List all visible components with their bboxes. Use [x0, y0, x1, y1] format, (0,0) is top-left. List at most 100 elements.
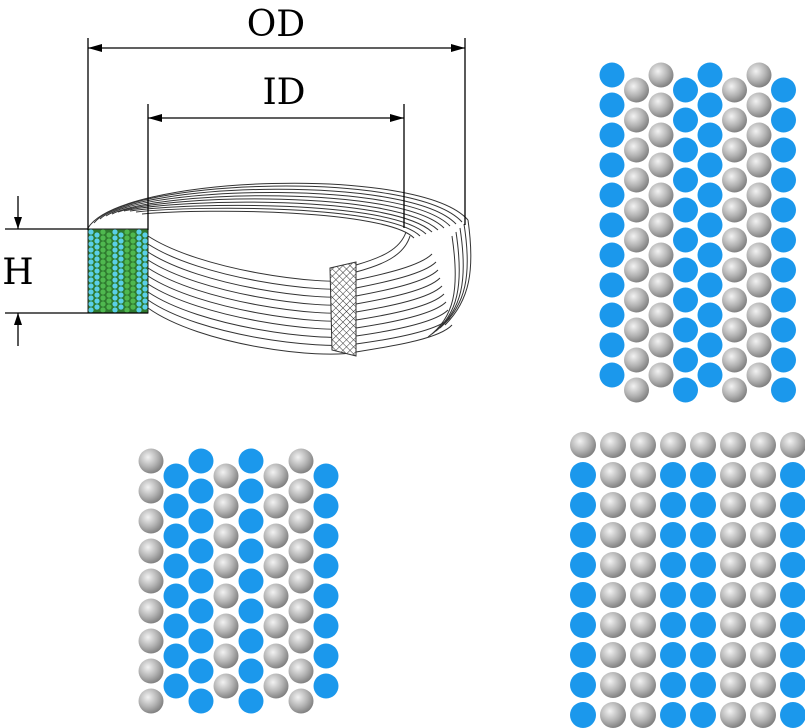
gray-fiber [213, 673, 239, 699]
gray-fiber [624, 197, 649, 223]
blue-fiber [599, 182, 625, 208]
section-fiber-dot [130, 238, 136, 244]
gray-fiber [720, 582, 746, 608]
blue-fiber [570, 462, 596, 488]
blue-fiber [238, 508, 264, 534]
pattern-top-right [599, 62, 796, 403]
blue-fiber [771, 137, 796, 163]
section-fiber-dot [112, 283, 118, 289]
blue-fiber [771, 347, 796, 373]
dimension-id: ID [147, 72, 405, 230]
blue-fiber [673, 377, 698, 403]
blue-fiber [238, 568, 264, 594]
gray-fiber [750, 702, 776, 728]
blue-fiber [690, 582, 716, 608]
blue-fiber [599, 302, 625, 328]
blue-fiber [599, 362, 625, 388]
blue-fiber [570, 612, 596, 638]
section-fiber-dot [142, 256, 148, 262]
gray-fiber [213, 523, 239, 549]
gray-fiber [648, 332, 674, 358]
section-fiber-dot [106, 244, 112, 250]
section-fiber-dot [88, 241, 94, 247]
section-fiber-dot [112, 229, 118, 235]
section-fiber-dot [88, 277, 94, 283]
section-fiber-dot [130, 274, 136, 280]
blue-fiber [771, 287, 796, 313]
gray-fiber [720, 462, 746, 488]
section-fiber-dot [124, 241, 130, 247]
section-fiber-dot [112, 265, 118, 271]
section-fiber-dot [130, 268, 136, 274]
section-fiber-dot [106, 298, 112, 304]
gray-fiber [722, 347, 747, 373]
section-fiber-dot [118, 250, 124, 256]
section-fiber-dot [94, 280, 100, 286]
section-fiber-dot [124, 301, 130, 307]
gray-fiber [624, 137, 649, 163]
section-fiber-dot [100, 229, 106, 235]
gray-fiber [138, 448, 164, 474]
gray-fiber [722, 257, 747, 283]
blue-fiber [660, 612, 686, 638]
blue-fiber [313, 523, 339, 549]
blue-fiber [673, 107, 698, 133]
gray-fiber [648, 362, 674, 388]
gray-fiber [570, 432, 596, 458]
blue-fiber [570, 642, 596, 668]
blue-fiber [697, 92, 723, 118]
section-fiber-dot [106, 262, 112, 268]
blue-fiber [163, 583, 189, 609]
section-fiber-dot [136, 229, 142, 235]
gray-fiber [746, 212, 772, 238]
gray-fiber [600, 492, 626, 518]
section-fiber-dot [112, 235, 118, 241]
gray-fiber [213, 553, 239, 579]
blue-fiber [780, 612, 805, 638]
section-fiber-dot [88, 289, 94, 295]
gray-fiber [600, 702, 626, 728]
blue-fiber [238, 538, 264, 564]
gray-fiber [746, 152, 772, 178]
gray-fiber [722, 167, 747, 193]
pattern-bottom-left [138, 448, 339, 714]
section-fiber-dot [94, 232, 100, 238]
section-fiber-dot [94, 304, 100, 310]
blue-fiber [673, 317, 698, 343]
blue-fiber [188, 448, 214, 474]
gray-fiber [746, 182, 772, 208]
gray-fiber [750, 462, 776, 488]
gray-fiber [660, 432, 686, 458]
blue-fiber [771, 317, 796, 343]
section-fiber-dot [136, 307, 142, 313]
section-fiber-dot [118, 256, 124, 262]
gray-fiber [750, 432, 776, 458]
blue-fiber [660, 552, 686, 578]
gray-fiber [138, 628, 164, 654]
blue-fiber [697, 242, 723, 268]
gray-fiber [720, 642, 746, 668]
blue-fiber [771, 107, 796, 133]
blue-fiber [690, 672, 716, 698]
gray-fiber [263, 613, 289, 639]
gray-fiber [213, 493, 239, 519]
gray-fiber [690, 432, 716, 458]
blue-fiber [673, 197, 698, 223]
gray-fiber [720, 552, 746, 578]
section-fiber-dot [106, 250, 112, 256]
section-fiber-dot [118, 262, 124, 268]
gray-fiber [746, 302, 772, 328]
section-fiber-dot [100, 295, 106, 301]
section-fiber-dot [112, 307, 118, 313]
section-fiber-dot [94, 298, 100, 304]
gray-fiber [746, 272, 772, 298]
id-label: ID [262, 72, 305, 113]
gray-fiber [624, 107, 649, 133]
section-fiber-dot [106, 232, 112, 238]
section-fiber-dot [124, 289, 130, 295]
gray-fiber [746, 332, 772, 358]
section-fiber-dot [142, 298, 148, 304]
section-fiber-dot [130, 304, 136, 310]
gray-fiber [720, 492, 746, 518]
